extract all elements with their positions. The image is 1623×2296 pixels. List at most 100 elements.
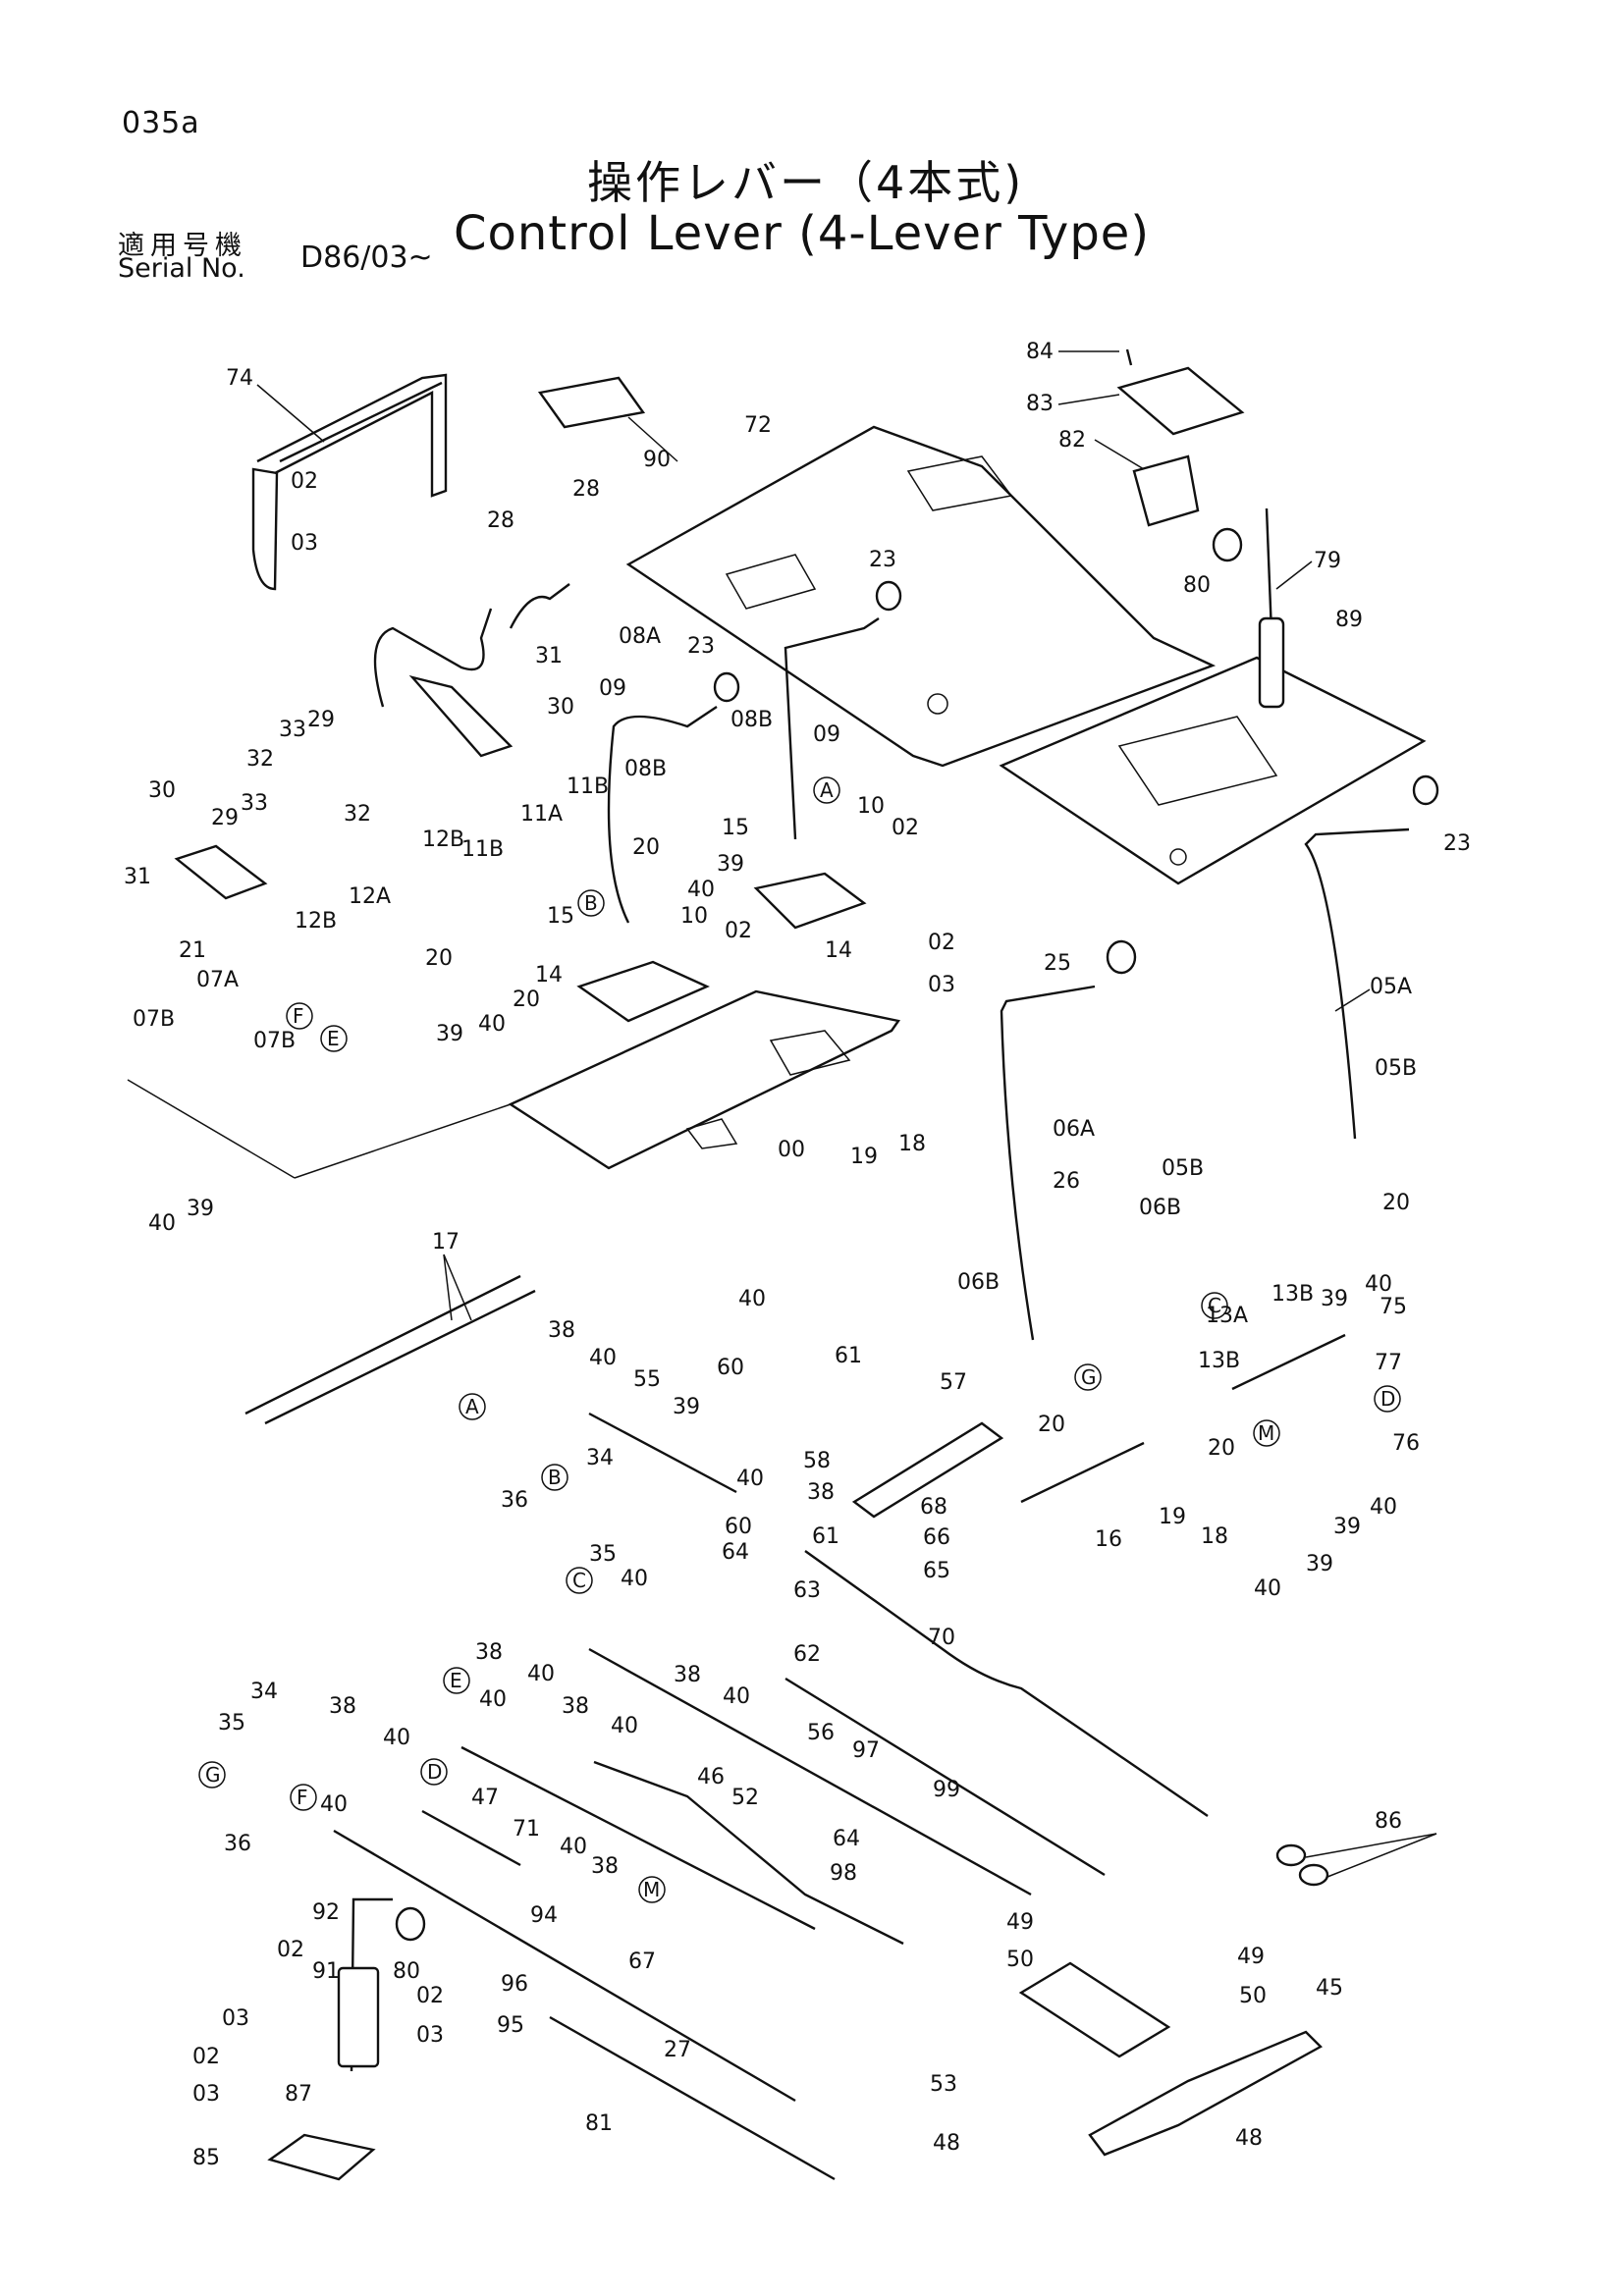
callout-36b: 36 (224, 1832, 251, 1856)
part-53-bracket (1018, 1961, 1171, 2058)
part-72-floor-plate (625, 425, 1217, 768)
callout-38f: 38 (562, 1694, 589, 1719)
callout-35: 35 (589, 1542, 617, 1567)
callout-75: 75 (1380, 1295, 1407, 1319)
callout-19: 19 (850, 1145, 878, 1169)
title-english: Control Lever (4-Lever Type) (454, 206, 1151, 261)
callout-61: 61 (835, 1344, 862, 1368)
part-09b-lever-rod (784, 617, 880, 840)
svg-text:A: A (820, 778, 834, 802)
part-71-rod (460, 1745, 816, 1931)
part-45-bracket (1088, 2030, 1323, 2157)
callout-20: 20 (632, 835, 660, 860)
svg-text:F: F (293, 1004, 304, 1028)
callout-14b: 14 (535, 963, 563, 988)
callout-02e: 02 (277, 1938, 304, 1962)
callout-74: 74 (226, 366, 253, 391)
callout-03b: 03 (928, 973, 955, 997)
part-23b-knob (713, 671, 740, 703)
callout-02d: 02 (928, 931, 955, 955)
callout-28b: 28 (487, 508, 514, 533)
callout-13Bb: 13B (1198, 1349, 1240, 1373)
callout-20f: 20 (1038, 1413, 1065, 1437)
callout-40d: 40 (1365, 1272, 1392, 1297)
ref-mark-F: F (286, 1002, 313, 1030)
callout-45: 45 (1316, 1976, 1343, 2001)
callout-40o: 40 (383, 1726, 410, 1750)
callout-32: 32 (246, 747, 274, 772)
callout-83: 83 (1026, 392, 1054, 416)
callout-08A: 08A (619, 624, 661, 649)
callout-02c: 02 (725, 919, 752, 943)
callout-28: 28 (572, 477, 600, 502)
callout-35b: 35 (218, 1711, 245, 1735)
callout-13B: 13B (1271, 1282, 1314, 1307)
callout-05A: 05A (1370, 975, 1412, 999)
callout-85: 85 (192, 2146, 220, 2170)
ref-mark-B: B (577, 889, 605, 917)
callout-40q: 40 (560, 1835, 587, 1859)
callout-38d: 38 (674, 1663, 701, 1687)
callout-91: 91 (312, 1959, 340, 1984)
callout-14: 14 (825, 938, 852, 963)
part-67-rod (333, 1829, 796, 2103)
part-28b-lever-rod (509, 583, 570, 629)
callout-06A: 06A (1053, 1117, 1095, 1142)
callout-96: 96 (501, 1972, 528, 1997)
callout-18b: 18 (1201, 1524, 1228, 1549)
callout-34: 34 (586, 1446, 614, 1470)
callout-40m: 40 (479, 1687, 507, 1712)
callout-18: 18 (898, 1132, 926, 1156)
callout-02g: 02 (192, 2045, 220, 2069)
callout-12Bb: 12B (295, 909, 337, 934)
callout-56: 56 (807, 1721, 835, 1745)
callout-02b: 02 (892, 816, 919, 840)
callout-38c: 38 (475, 1640, 503, 1665)
ref-mark-C2: C (566, 1567, 593, 1594)
callout-49: 49 (1006, 1910, 1034, 1935)
callout-08B: 08B (730, 708, 773, 732)
callout-20b: 20 (425, 946, 453, 971)
svg-text:A: A (465, 1395, 479, 1418)
svg-text:C: C (1208, 1294, 1221, 1317)
part-86b-plug (1298, 1863, 1329, 1887)
part-05A-lever-rod (1304, 828, 1410, 1140)
callout-79: 79 (1314, 549, 1341, 573)
ref-mark-M2: M (638, 1876, 666, 1903)
callout-71: 71 (513, 1817, 540, 1842)
callout-39e: 39 (673, 1395, 700, 1419)
callout-10b: 10 (680, 904, 708, 929)
svg-text:E: E (327, 1027, 340, 1050)
callout-27: 27 (664, 2038, 691, 2062)
callout-12B: 12B (422, 828, 464, 852)
callout-52: 52 (731, 1786, 759, 1810)
ref-mark-A2: A (459, 1393, 486, 1420)
callout-33: 33 (279, 718, 306, 742)
part-00-base-plate (508, 989, 901, 1170)
callout-40h: 40 (1370, 1495, 1397, 1520)
part-56-rod (784, 1677, 1106, 1877)
callout-61b: 61 (812, 1524, 839, 1549)
part-17b-rod (264, 1289, 536, 1425)
part-55-rod (588, 1412, 737, 1494)
callout-00: 00 (778, 1138, 805, 1162)
part-13A-tube (1231, 1333, 1346, 1391)
callout-40i: 40 (621, 1567, 648, 1591)
callout-40l: 40 (723, 1684, 750, 1709)
callout-20e: 20 (1208, 1436, 1235, 1461)
part-91-housing (337, 1966, 380, 2068)
callout-03: 03 (291, 531, 318, 556)
svg-text:D: D (1380, 1387, 1395, 1411)
callout-10: 10 (857, 794, 885, 819)
serial-label-english: Serial No. (118, 253, 245, 284)
callout-03e: 03 (192, 2082, 220, 2107)
callout-98: 98 (830, 1861, 857, 1886)
callout-40: 40 (687, 878, 715, 902)
callout-31: 31 (535, 644, 563, 668)
title-japanese: 操作レバー（4本式) (587, 156, 1025, 209)
svg-text:C: C (572, 1569, 586, 1592)
callout-94: 94 (530, 1903, 558, 1928)
callout-25: 25 (1044, 951, 1071, 976)
callout-64: 64 (722, 1540, 749, 1565)
callout-29b: 29 (211, 806, 239, 830)
